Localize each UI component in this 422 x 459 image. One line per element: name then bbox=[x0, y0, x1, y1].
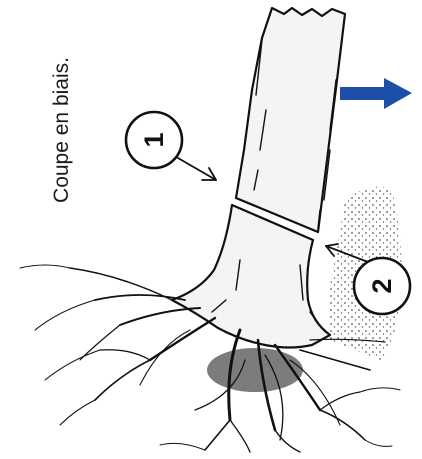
direction-arrow bbox=[340, 78, 412, 109]
marker-2: 2 bbox=[354, 258, 410, 314]
marker-1-leader bbox=[178, 158, 216, 180]
direction-arrow-head bbox=[384, 78, 412, 109]
marker-1-label: 1 bbox=[139, 132, 169, 147]
marker-2-label: 2 bbox=[367, 278, 397, 293]
trunk-upper bbox=[236, 8, 345, 232]
root-mass bbox=[207, 348, 303, 392]
marker-1: 1 bbox=[126, 112, 182, 168]
direction-arrow-shaft bbox=[340, 87, 388, 100]
